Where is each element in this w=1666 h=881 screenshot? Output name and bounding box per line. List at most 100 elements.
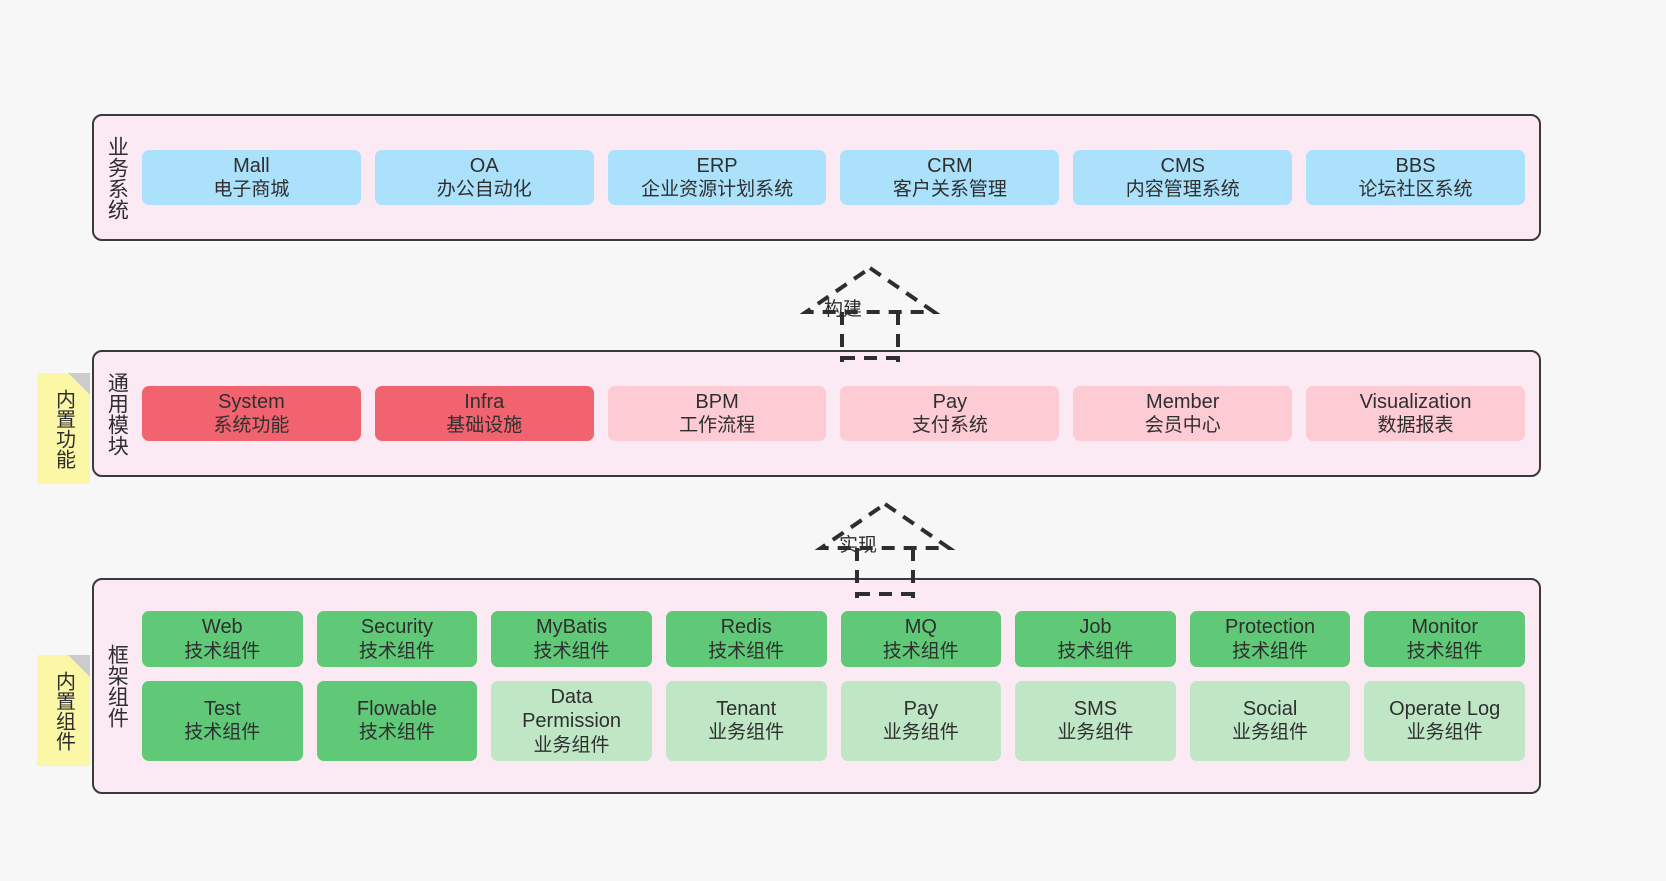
card-title: Flowable [356, 697, 437, 720]
card-subtitle: 会员中心 [1144, 415, 1221, 437]
card-title: System [218, 390, 285, 413]
card-title: Web [201, 616, 243, 639]
card-subtitle: 技术组件 [358, 722, 435, 744]
dashed-generalization-arrow-icon [814, 501, 956, 598]
note-fold-corner-icon [68, 373, 90, 395]
layer-title-common-module: 通用模块 [105, 371, 129, 456]
card-subtitle: 业务组件 [1406, 722, 1483, 744]
component-card-test[interactable]: Test 技术组件 [142, 680, 303, 761]
card-title: OA [469, 154, 499, 177]
card-subtitle: 业务组件 [708, 722, 785, 744]
card-subtitle: 业务组件 [882, 722, 959, 744]
card-title: Job [1079, 616, 1112, 639]
module-card-system[interactable]: System 系统功能 [142, 385, 361, 442]
connector-build: 构建 [790, 262, 950, 362]
connector-label-build: 构建 [824, 299, 863, 320]
card-subtitle: 技术组件 [184, 722, 261, 744]
card-title: Mall [233, 154, 270, 177]
dashed-generalization-arrow-icon [799, 265, 941, 362]
module-card-bbs[interactable]: BBS 论坛社区系统 [1306, 149, 1525, 206]
module-card-mall[interactable]: Mall 电子商城 [142, 149, 361, 206]
card-subtitle: 技术组件 [1406, 640, 1483, 662]
card-title: Visualization [1359, 390, 1472, 413]
component-card-social[interactable]: Social 业务组件 [1189, 680, 1351, 761]
card-title: CMS [1160, 154, 1205, 177]
card-title: Pay [903, 697, 939, 720]
card-subtitle: 系统功能 [213, 415, 290, 437]
card-subtitle: 技术组件 [708, 640, 785, 662]
layer-row: Test 技术组件 Flowable 技术组件 Data Permission … [142, 680, 1525, 761]
card-subtitle: 业务组件 [533, 734, 610, 756]
component-card-pay[interactable]: Pay 业务组件 [840, 680, 1002, 761]
component-card-web[interactable]: Web 技术组件 [142, 611, 303, 667]
module-card-infra[interactable]: Infra 基础设施 [374, 385, 594, 442]
layer-body-framework-component: Web 技术组件 Security 技术组件 MyBatis 技术组件 Redi… [138, 580, 1539, 792]
module-card-pay[interactable]: Pay 支付系统 [840, 385, 1060, 442]
module-card-cms[interactable]: CMS 内容管理系统 [1073, 149, 1293, 206]
card-subtitle: 企业资源计划系统 [641, 179, 794, 201]
card-subtitle: 技术组件 [1057, 640, 1134, 662]
card-title: Social [1242, 697, 1298, 720]
card-subtitle: 业务组件 [1232, 722, 1309, 744]
component-card-redis[interactable]: Redis 技术组件 [665, 611, 827, 667]
card-subtitle: 技术组件 [184, 640, 261, 662]
component-card-protection[interactable]: Protection 技术组件 [1189, 611, 1351, 667]
note-builtin-feature: 内置功能 [37, 373, 90, 484]
card-title: Tenant [716, 697, 777, 720]
component-card-job[interactable]: Job 技术组件 [1015, 611, 1176, 667]
card-subtitle: 技术组件 [533, 640, 610, 662]
module-card-visualization[interactable]: Visualization 数据报表 [1306, 385, 1525, 442]
component-card-operate-log[interactable]: Operate Log 业务组件 [1364, 680, 1525, 761]
layer-common-module: 通用模块 System 系统功能 Infra 基础设施 BPM 工作流程 Pay… [92, 350, 1541, 477]
card-title: Monitor [1411, 616, 1479, 639]
module-card-member[interactable]: Member 会员中心 [1073, 385, 1293, 442]
module-card-erp[interactable]: ERP 企业资源计划系统 [607, 149, 827, 206]
layer-framework-component: 框架组件 Web 技术组件 Security 技术组件 MyBatis 技术组件… [92, 578, 1541, 794]
component-card-data-permission[interactable]: Data Permission 业务组件 [491, 680, 652, 761]
module-card-oa[interactable]: OA 办公自动化 [374, 149, 594, 206]
card-title: Infra [464, 390, 505, 413]
component-card-tenant[interactable]: Tenant 业务组件 [665, 680, 827, 761]
note-builtin-component: 内置组件 [37, 655, 90, 766]
card-subtitle: 技术组件 [882, 640, 959, 662]
card-subtitle: 基础设施 [446, 415, 523, 437]
layer-row: System 系统功能 Infra 基础设施 BPM 工作流程 Pay 支付系统… [142, 385, 1525, 442]
component-card-security[interactable]: Security 技术组件 [316, 611, 478, 667]
card-subtitle: 工作流程 [679, 415, 756, 437]
layer-body-business-system: Mall 电子商城 OA 办公自动化 ERP 企业资源计划系统 CRM 客户关系… [138, 116, 1539, 239]
layer-row: Web 技术组件 Security 技术组件 MyBatis 技术组件 Redi… [142, 611, 1525, 667]
card-title: Member [1146, 390, 1220, 413]
layer-business-system: 业务系统 Mall 电子商城 OA 办公自动化 ERP 企业资源计划系统 CRM… [92, 114, 1541, 241]
card-subtitle: 客户关系管理 [892, 179, 1007, 201]
card-title: Redis [720, 616, 772, 639]
card-subtitle: 内容管理系统 [1125, 179, 1240, 201]
card-subtitle: 办公自动化 [436, 179, 532, 201]
component-card-monitor[interactable]: Monitor 技术组件 [1364, 611, 1525, 667]
component-card-sms[interactable]: SMS 业务组件 [1015, 680, 1176, 761]
card-title: CRM [927, 154, 973, 177]
card-title: Test [203, 697, 241, 720]
note-label: 内置组件 [52, 670, 75, 751]
component-card-mq[interactable]: MQ 技术组件 [840, 611, 1002, 667]
card-title: BPM [695, 390, 739, 413]
note-label: 内置功能 [52, 388, 75, 469]
layer-title-business-system: 业务系统 [105, 135, 129, 220]
module-card-bpm[interactable]: BPM 工作流程 [607, 385, 827, 442]
layer-body-common-module: System 系统功能 Infra 基础设施 BPM 工作流程 Pay 支付系统… [138, 352, 1539, 475]
card-subtitle: 业务组件 [1057, 722, 1134, 744]
card-title: SMS [1073, 697, 1118, 720]
note-fold-corner-icon [68, 655, 90, 677]
connector-label-implement: 实现 [839, 535, 878, 556]
card-title: Operate Log [1389, 697, 1501, 720]
card-subtitle: 技术组件 [1232, 640, 1309, 662]
component-card-flowable[interactable]: Flowable 技术组件 [316, 680, 478, 761]
connector-implement: 实现 [805, 498, 965, 598]
component-card-mybatis[interactable]: MyBatis 技术组件 [491, 611, 652, 667]
card-title: ERP [696, 154, 738, 177]
card-title: Data Permission [522, 685, 622, 733]
card-subtitle: 论坛社区系统 [1358, 179, 1473, 201]
card-title: MyBatis [536, 616, 608, 639]
module-card-crm[interactable]: CRM 客户关系管理 [840, 149, 1060, 206]
card-title: Protection [1225, 616, 1316, 639]
